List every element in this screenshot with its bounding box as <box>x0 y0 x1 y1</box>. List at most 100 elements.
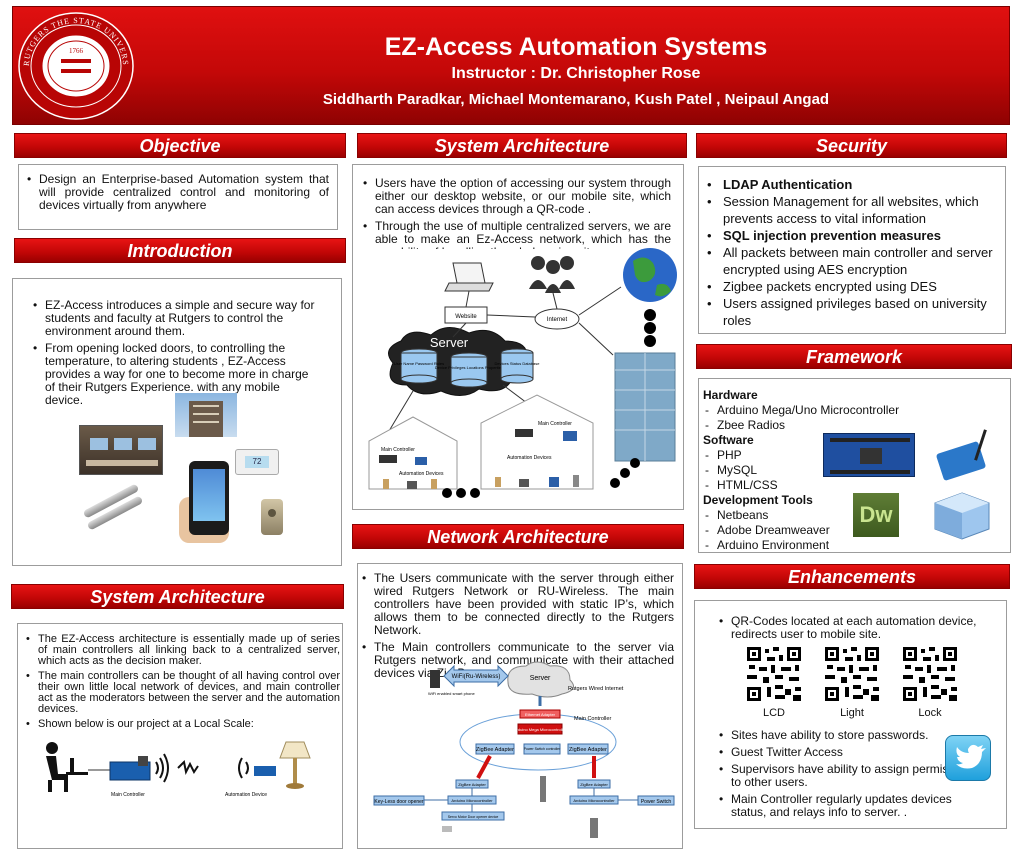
lamp-icon <box>279 741 311 789</box>
network-architecture-heading: Network Architecture <box>352 524 684 549</box>
building-photo <box>175 393 237 437</box>
framework-heading: Framework <box>696 344 1012 369</box>
db-devices: Device Privileges Locations Properties <box>435 365 503 370</box>
network-architecture-box: The Users communicate with the server th… <box>357 563 683 849</box>
local-main-controller: Main Controller <box>111 792 145 798</box>
security-item-5: Zigbee packets encrypted using DES <box>707 278 995 295</box>
sysarch-top-item-2: Through the use of multiple centralized … <box>363 220 671 250</box>
power-strip-icon <box>540 776 546 802</box>
net-wifi: WiFi(Ru-Wireless) <box>452 674 501 680</box>
sysarch-top-item-1: Users have the option of accessing our s… <box>363 177 671 216</box>
qr-code-icon <box>745 645 803 703</box>
security-box: LDAP Authentication Session Management f… <box>698 166 1006 334</box>
tools-heading: Development Tools <box>703 493 813 507</box>
software-heading: Software <box>703 433 754 447</box>
net-zigbee-small-1: ZigBee Adapter <box>458 782 486 787</box>
framework-box: Hardware Arduino Mega/Uno Microcontrolle… <box>698 378 1011 553</box>
tools-item-1: Netbeans <box>703 508 1010 523</box>
enhancements-heading: Enhancements <box>694 564 1010 589</box>
enhancements-box: QR-Codes located at each automation devi… <box>694 600 1007 829</box>
net-phone: WiFi enabled smart phone <box>428 691 475 696</box>
netbeans-cube-icon <box>933 491 991 541</box>
user-at-desk-icon <box>46 742 88 792</box>
objective-box: Design an Enterprise-based Automation sy… <box>18 164 338 230</box>
local-scale-diagram: Main Controller Automation Device <box>46 741 311 798</box>
zigbee-radio-icon <box>254 766 276 776</box>
net-keyless: Key-Less door opener <box>374 799 424 805</box>
arduino-board-icon <box>109 756 151 781</box>
qr-label-lcd: LCD <box>762 707 785 719</box>
objective-item: Design an Enterprise-based Automation sy… <box>27 173 329 212</box>
globe-icon <box>623 248 677 302</box>
net-server: Server <box>530 675 551 682</box>
enhancement-qr-item: QR-Codes located at each automation devi… <box>719 615 1000 641</box>
software-item-2: MySQL <box>703 463 1010 478</box>
sysarch-bottom-item-1: The EZ-Access architecture is essentiall… <box>26 634 340 667</box>
smartphone-icon <box>430 670 440 688</box>
introduction-box: EZ-Access introduces a simple and secure… <box>12 278 342 566</box>
network-item-1: The Users communicate with the server th… <box>362 572 674 637</box>
enhancement-item-4: Main Controller regularly updates device… <box>719 793 989 819</box>
software-item-1: PHP <box>703 448 1010 463</box>
door-lock-photo <box>261 499 283 535</box>
system-architecture-bottom-box: The EZ-Access architecture is essentiall… <box>17 623 343 849</box>
arduino-board-icon <box>823 433 915 477</box>
tools-item-3: Arduino Environment <box>703 538 1010 553</box>
qr-codes <box>745 645 959 703</box>
net-arduino-mega: Arduino Mega Microcontroller <box>514 727 567 732</box>
local-automation-device: Automation Device <box>225 792 267 798</box>
net-wired: Rutgers Wired Internet <box>568 686 624 692</box>
qr-label-light: Light <box>840 707 864 719</box>
thermostat-photo: 72 <box>235 449 279 475</box>
enhancement-item-2: Guest Twitter Access <box>719 746 971 760</box>
security-item-6: Users assigned privileges based on unive… <box>707 295 995 329</box>
diagram-server: Server <box>430 335 469 350</box>
enhancement-item-1: Sites have ability to store passwords. <box>719 729 971 743</box>
system-architecture-bottom-heading: System Architecture <box>11 584 344 609</box>
net-ethernet: Ethernet Adapter <box>525 712 556 717</box>
sysarch-bottom-item-2: The main controllers can be thought of a… <box>26 671 340 715</box>
net-main-controller: Main Controller <box>574 716 611 722</box>
room-photo <box>79 425 163 475</box>
introduction-heading: Introduction <box>14 238 346 263</box>
dreamweaver-logo-icon: Dw <box>853 493 899 537</box>
enhancement-item-3: Supervisors have ability to assign permi… <box>719 763 971 789</box>
security-item-2: Session Management for all websites, whi… <box>707 193 995 227</box>
authors: Siddharth Paradkar, Michael Montemarano,… <box>322 91 830 108</box>
hardware-item-1: Arduino Mega/Uno Microcontroller <box>703 403 1010 418</box>
net-arduino-2: Arduino Microcontroller <box>573 798 615 803</box>
intro-item-1: EZ-Access introduces a simple and secure… <box>33 299 315 338</box>
laptop-icon <box>444 262 494 292</box>
security-item-4: All packets between main controller and … <box>707 244 995 278</box>
net-zigbee-2: ZigBee Adapter <box>569 747 607 753</box>
hardware-item-2: Zbee Radios <box>703 418 1010 433</box>
system-architecture-diagram: Website Internet Server User Name Passwo… <box>368 248 677 498</box>
sysarch-bottom-item-3: Shown below is our project at a Local Sc… <box>26 719 340 731</box>
software-item-3: HTML/CSS <box>703 478 1010 493</box>
security-item-1: LDAP Authentication <box>707 176 995 193</box>
diagram-website: Website <box>455 314 477 320</box>
rutgers-seal-icon: 1766 RUTGERS THE STATE UNIVERSITY OF NEW… <box>17 11 134 120</box>
objective-heading: Objective <box>14 133 346 158</box>
office-tower-icon <box>614 352 676 462</box>
net-servo: Servo Motor Door opener device <box>448 815 499 819</box>
net-arduino-1: Arduino Microcontroller <box>451 798 493 803</box>
seal-year: 1766 <box>69 47 84 55</box>
poster-title: EZ-Access Automation Systems <box>384 33 768 61</box>
net-zigbee-1: ZigBee Adapter <box>476 747 514 753</box>
system-architecture-top-heading: System Architecture <box>357 133 687 158</box>
qr-label-lock: Lock <box>918 707 942 719</box>
db-status: Devices Status Database <box>495 361 541 366</box>
diagram-internet: Internet <box>547 317 568 323</box>
net-power-switch: Power Switch <box>641 799 672 805</box>
twitter-bird-icon <box>945 735 991 781</box>
system-architecture-top-box: Users have the option of accessing our s… <box>352 164 684 510</box>
poster-header: 1766 RUTGERS THE STATE UNIVERSITY OF NEW… <box>12 6 1010 125</box>
diagram-automation-devices-2: Automation Devices <box>507 455 552 461</box>
diagram-main-controller-2: Main Controller <box>538 421 572 427</box>
smartphone-photo <box>179 457 239 543</box>
db-users: User Name Password Roles <box>394 361 444 366</box>
thermostat-reading: 72 <box>245 456 269 468</box>
instructor: Instructor : Dr. Christopher Rose <box>451 65 701 82</box>
hardware-heading: Hardware <box>703 388 758 402</box>
